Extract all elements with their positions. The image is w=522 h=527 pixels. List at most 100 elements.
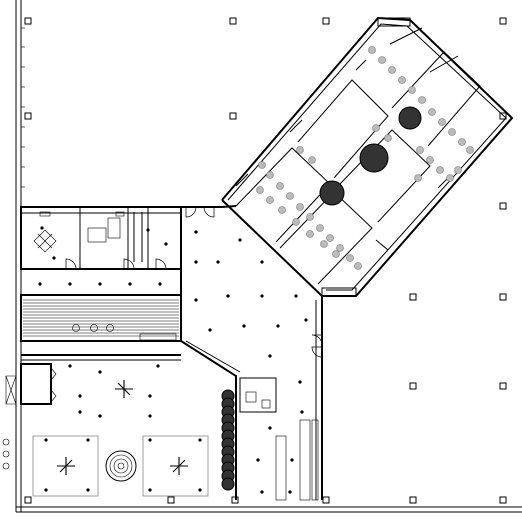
shrub-icon xyxy=(418,96,426,104)
tree-icon xyxy=(319,180,345,206)
dot-icon xyxy=(44,488,48,492)
shrub-icon xyxy=(388,66,396,74)
shrub-icon xyxy=(448,128,456,136)
dot-icon xyxy=(68,364,72,368)
shrub-icon xyxy=(308,156,316,164)
door-arc-icon xyxy=(123,258,135,270)
dot-icon xyxy=(158,282,162,286)
structural-column xyxy=(499,112,507,120)
shrub-icon xyxy=(320,240,328,248)
dot-icon xyxy=(226,294,230,298)
shrub-icon xyxy=(368,46,376,54)
shrub-icon xyxy=(266,171,274,179)
shrub-icon xyxy=(316,224,324,232)
fan-icon xyxy=(57,457,75,475)
door-arc-icon xyxy=(311,334,323,346)
dot-icon xyxy=(68,282,72,286)
courtyard-trees xyxy=(319,106,422,206)
dot-icon xyxy=(146,228,150,232)
dot-icon xyxy=(288,490,292,494)
shrub-icon xyxy=(276,182,284,190)
shrub-icon xyxy=(372,124,380,132)
shrub-icon xyxy=(466,146,474,154)
dot-icon xyxy=(198,438,202,442)
door-arc-icon xyxy=(203,206,215,218)
dot-icon xyxy=(156,364,160,368)
dot-icon xyxy=(276,324,280,328)
dot-icon xyxy=(52,256,56,260)
service-room xyxy=(239,377,277,413)
column-grid xyxy=(24,17,507,504)
structural-column xyxy=(167,496,175,504)
bollard-icon xyxy=(2,462,10,470)
door-arc-icon xyxy=(185,206,197,218)
shrub-icon xyxy=(306,230,314,238)
shrub-icon xyxy=(458,138,466,146)
dot-icon xyxy=(304,318,308,322)
shrub-icon xyxy=(292,218,300,226)
door-arc-icon xyxy=(311,346,323,358)
structural-column xyxy=(409,496,417,504)
dot-icon xyxy=(260,294,264,298)
dot-icon xyxy=(86,438,90,442)
dot-icon xyxy=(260,260,264,264)
dot-icon xyxy=(198,488,202,492)
shrub-icon xyxy=(378,56,386,64)
dot-icon xyxy=(256,458,260,462)
fan-icon xyxy=(115,380,133,398)
shrub-icon xyxy=(426,156,434,164)
dot-icon xyxy=(128,282,132,286)
structural-column xyxy=(322,496,330,504)
door-arc-icon xyxy=(65,258,77,270)
office-block xyxy=(20,206,215,270)
fan-icon xyxy=(170,457,188,475)
dot-icon xyxy=(98,414,102,418)
seat-icon xyxy=(72,324,80,332)
structural-column xyxy=(229,112,237,120)
structural-column xyxy=(322,17,330,25)
shrub-icon xyxy=(346,254,354,262)
conference-table xyxy=(33,229,57,253)
structural-column xyxy=(24,112,32,120)
dot-icon xyxy=(148,394,152,398)
dot-icon xyxy=(78,394,82,398)
shrub-icon xyxy=(296,203,304,211)
structural-column xyxy=(499,293,507,301)
shrub-icon xyxy=(408,86,416,94)
tree-icon xyxy=(359,143,389,173)
boundary-ticks xyxy=(21,27,25,188)
structural-column xyxy=(499,496,507,504)
shrub-icon xyxy=(436,166,444,174)
seating-zone xyxy=(32,435,99,497)
shrub-icon xyxy=(384,134,392,142)
shrub-icon xyxy=(296,146,304,154)
shrub-icon xyxy=(398,76,406,84)
diagonal-wing xyxy=(221,16,514,297)
dot-icon xyxy=(98,370,102,374)
planter xyxy=(299,419,311,501)
ceiling-lights xyxy=(38,226,308,494)
dot-icon xyxy=(148,414,152,418)
structural-column xyxy=(409,293,417,301)
shrub-icon xyxy=(428,108,436,116)
dot-icon xyxy=(242,324,246,328)
dot-icon xyxy=(78,410,82,414)
shrub-icon xyxy=(446,174,454,182)
dot-icon xyxy=(238,238,242,242)
dot-icon xyxy=(86,488,90,492)
planter xyxy=(311,419,319,501)
shrub-icon xyxy=(278,206,286,214)
seat-icon xyxy=(106,324,114,332)
shrub-icon xyxy=(258,161,266,169)
dot-icon xyxy=(216,260,220,264)
structural-column xyxy=(499,202,507,210)
structural-column xyxy=(499,17,507,25)
structural-column xyxy=(24,17,32,25)
structural-column xyxy=(409,382,417,390)
hedge xyxy=(221,389,235,491)
dot-icon xyxy=(268,354,272,358)
dot-icon xyxy=(194,260,198,264)
central-hall xyxy=(180,205,323,501)
dot-icon xyxy=(148,438,152,442)
bleacher-area xyxy=(20,294,182,342)
